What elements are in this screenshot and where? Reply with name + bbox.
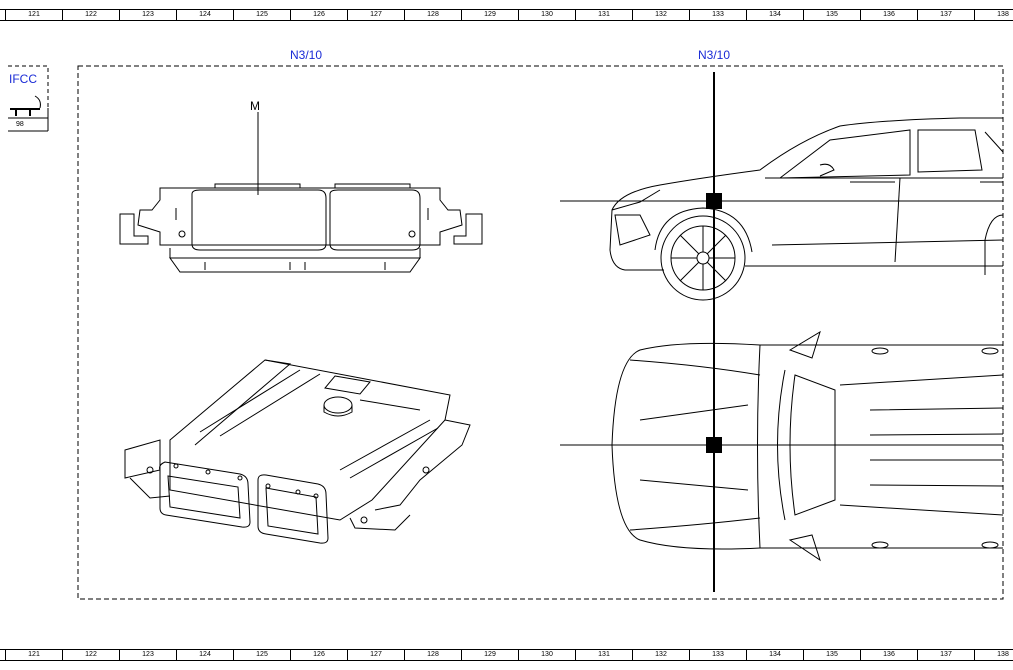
cross-reference-box[interactable]	[8, 65, 49, 132]
ruler-cell: 126	[290, 10, 347, 20]
location-marker-side[interactable]	[706, 193, 722, 209]
ruler-cell: 138	[974, 10, 1013, 20]
control-unit-front-view	[119, 183, 483, 273]
connector-label: M	[250, 99, 260, 113]
ruler-cell: 130	[518, 10, 575, 20]
ruler-cell: 129	[461, 10, 518, 20]
location-reference-right[interactable]: N3/10	[698, 48, 731, 62]
ruler-cell: 130	[518, 650, 575, 660]
ruler-cell: 122	[62, 650, 119, 660]
cross-reference-box-label[interactable]: IFCC	[9, 72, 37, 86]
location-crosshair	[560, 72, 1003, 592]
ruler-cell: 135	[803, 10, 860, 20]
ruler-cell: 132	[632, 10, 689, 20]
ruler-cell: 126	[290, 650, 347, 660]
ruler-cell: 134	[746, 10, 803, 20]
ruler-cell: 136	[860, 10, 917, 20]
ruler-cell: 125	[233, 10, 290, 20]
ruler-cell: 121	[5, 10, 62, 20]
ruler-cell: 133	[689, 650, 746, 660]
ruler-cell: 128	[404, 10, 461, 20]
ruler-cell: 127	[347, 10, 404, 20]
component-frame-dashed	[77, 65, 1004, 600]
ruler-cell: 122	[62, 10, 119, 20]
ruler-cell: 121	[5, 650, 62, 660]
ruler-cell: 127	[347, 650, 404, 660]
ruler-cell: 137	[917, 10, 974, 20]
cross-reference-page-number: 98	[16, 121, 24, 128]
ruler-cell: 138	[974, 650, 1013, 660]
ruler-cell: 133	[689, 10, 746, 20]
ruler-cell: 124	[176, 650, 233, 660]
ruler-cell: 137	[917, 650, 974, 660]
ruler-cell: 134	[746, 650, 803, 660]
ruler-cell: 124	[176, 10, 233, 20]
location-marker-top[interactable]	[706, 437, 722, 453]
vehicle-top-view	[611, 330, 1004, 562]
ruler-cell: 123	[119, 650, 176, 660]
ruler-cell: 131	[575, 10, 632, 20]
ruler-cell: 136	[860, 650, 917, 660]
ruler-cell: 129	[461, 650, 518, 660]
ruler-cell: 135	[803, 650, 860, 660]
ruler-cell: 128	[404, 650, 461, 660]
component-reference-left[interactable]: N3/10	[290, 48, 323, 62]
ruler-cell: 125	[233, 650, 290, 660]
control-unit-isometric-view	[124, 359, 471, 544]
ruler-cell: 132	[632, 650, 689, 660]
ruler-cell: 131	[575, 650, 632, 660]
vehicle-side-view	[609, 117, 1004, 301]
ruler-cell: 123	[119, 10, 176, 20]
